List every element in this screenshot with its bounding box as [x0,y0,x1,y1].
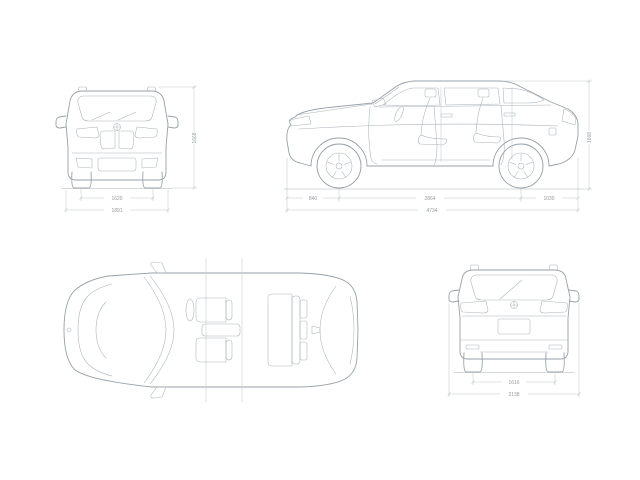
rear-taillights [460,300,568,314]
front-track-label: 1620 [111,196,122,202]
rear-mirrors [448,289,580,303]
rear-roundel-cross [510,301,518,309]
side-length-dimension: 4734 [285,208,580,214]
side-interior-seats [394,88,501,146]
top-rear-bench [267,293,308,367]
charge-port [548,127,557,136]
front-headlights [76,126,158,139]
top-windshield-arc [143,275,175,385]
rear-body-outline [457,269,571,360]
side-taillight [561,108,577,126]
front-height-label: 1668 [192,132,198,143]
side-height-dimension: 1668 [502,79,593,191]
side-door-lines [368,104,516,166]
rear-track-label: 1616 [508,380,519,386]
rear-width-dimension: 2138 [447,303,581,398]
rear-reflector-left [465,344,480,350]
front-lower-fascia [71,152,163,172]
side-interior-reference-lines [440,87,513,162]
rear-wheels [463,352,565,373]
front-height-dimension: 1668 [158,85,198,190]
license-plate [497,318,531,335]
front-windshield [77,95,157,122]
side-length-label: 4734 [426,208,437,214]
side-body-outline [286,80,579,167]
top-hood-lines [77,283,113,377]
rear-window [470,274,558,301]
front-body-outline [65,90,169,181]
rear-wheel [498,143,544,189]
rear-roof-rails [469,264,559,271]
rear-width-label: 2138 [508,392,519,398]
side-glazing [374,86,552,108]
top-reference-lines [205,258,243,402]
top-mirrors [150,261,167,399]
side-headlight [288,115,312,127]
kidney-grille [99,130,135,150]
top-rear-window-arc [319,285,355,375]
front-roof-rails [77,86,157,92]
side-hood-line [295,103,373,116]
rear-bumper-lines [459,339,569,353]
rear-reflector-right [548,344,563,350]
front-track-dimension: 1620 [79,189,155,202]
side-mirror [371,97,387,108]
front-view: 1668 1620 1891 [55,85,198,214]
side-height-label: 1668 [587,132,593,143]
side-character-line [298,123,559,130]
rear-track-dimension: 1616 [471,373,557,386]
front-mirrors [55,115,179,129]
top-body-outline [63,272,359,388]
front-wheel [316,143,362,189]
side-front-overhang-label: 840 [309,196,318,202]
front-width-label: 1891 [111,208,122,214]
side-rear-overhang-label: 1030 [543,196,554,202]
top-view [63,258,359,402]
rear-wiper [499,279,523,300]
brand-roundel-cross [113,123,121,131]
antenna-fin [311,325,321,335]
front-width-dimension: 1891 [64,190,170,214]
top-front-seats [185,297,241,363]
side-view: 840 2864 1030 4734 1668 [283,79,593,214]
front-wipers [91,111,137,121]
side-wheelbase-label: 2864 [424,196,435,202]
side-overhang-wheelbase-dimensions: 840 2864 1030 [285,158,580,213]
top-hood-roundel [66,327,72,333]
rear-view: 1616 2138 [447,264,581,398]
front-wheels [71,171,163,189]
